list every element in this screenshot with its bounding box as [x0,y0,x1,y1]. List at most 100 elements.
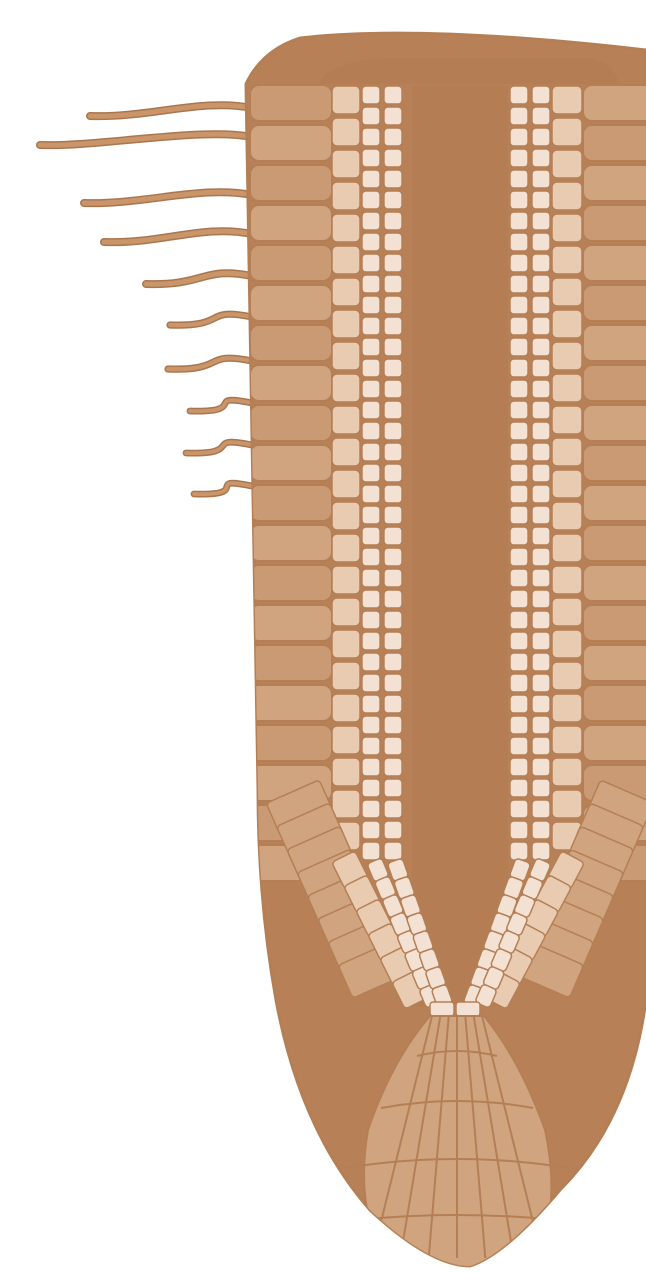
pericycle-cell [362,380,380,398]
pericycle-cell [532,170,550,188]
pericycle-cell [532,464,550,482]
quiescent-cell [456,1002,480,1016]
cortex-cell [250,405,332,441]
pericycle-cell [362,800,380,818]
pericycle-cell [384,254,402,272]
pericycle-cell [510,548,528,566]
endodermis-cell [552,278,582,306]
pericycle-cell [510,464,528,482]
pericycle-cell [510,128,528,146]
top-collar [318,58,620,84]
pericycle-cell [510,296,528,314]
pericycle-cell [532,107,550,125]
endodermis-cell [552,598,582,626]
pericycle-cell [510,506,528,524]
pericycle-cell [362,632,380,650]
pericycle-cell [510,632,528,650]
endodermis-cell [552,150,582,178]
pericycle-cell [532,485,550,503]
pericycle-cell [384,212,402,230]
endodermis-cell [552,246,582,274]
pericycle-cell [384,821,402,839]
pericycle-cell [384,464,402,482]
endodermis-cell [332,566,360,594]
pericycle-cell [510,359,528,377]
pericycle-cell [510,86,528,104]
pericycle-cell [384,800,402,818]
pericycle-cell [362,359,380,377]
pericycle-cell [532,632,550,650]
endodermis-cell [552,310,582,338]
pericycle-cell [510,821,528,839]
pericycle-cell [362,338,380,356]
pericycle-cell [532,695,550,713]
endodermis-cell [332,662,360,690]
endodermis-cell [332,246,360,274]
cortex-cell [583,325,646,361]
pericycle-cell [362,716,380,734]
pericycle-cell [532,842,550,860]
pericycle-cell [384,359,402,377]
pericycle-cell [510,674,528,692]
cortex-cell [250,605,332,641]
pericycle-cell [384,86,402,104]
pericycle-cell [532,800,550,818]
endodermis-cell [552,566,582,594]
cortex-cell [583,125,646,161]
cortex-cell [250,205,332,241]
pericycle-cell [532,779,550,797]
pericycle-cell [510,527,528,545]
pericycle-cell [532,569,550,587]
endodermis-cell [552,726,582,754]
pericycle-cell [510,254,528,272]
endodermis-cell [332,406,360,434]
pericycle-cell [510,590,528,608]
endodermis-cell [552,342,582,370]
pericycle-cell [532,443,550,461]
endodermis-cell [332,758,360,786]
cortex-cell [583,85,646,121]
pericycle-cell [362,317,380,335]
endodermis-cell [332,534,360,562]
pericycle-cell [384,716,402,734]
pericycle-cell [532,275,550,293]
cortex-cell [250,525,332,561]
pericycle-cell [510,401,528,419]
cortex-cell [250,365,332,401]
pericycle-cell [532,191,550,209]
endodermis-cell [552,182,582,210]
pericycle-cell [384,338,402,356]
endodermis-cell [332,214,360,242]
pericycle-cell [362,443,380,461]
cortex-cell [583,565,646,601]
pericycle-cell [510,422,528,440]
endodermis-cell [332,86,360,114]
pericycle-cell [532,653,550,671]
pericycle-cell [384,317,402,335]
pericycle-cell [510,695,528,713]
pericycle-cell [362,464,380,482]
pericycle-cell [384,401,402,419]
pericycle-cell [510,716,528,734]
cortex-cell [250,445,332,481]
pericycle-cell [384,527,402,545]
endodermis-cell [332,470,360,498]
pericycle-cell [384,590,402,608]
endodermis-cell [332,118,360,146]
pericycle-cell [532,611,550,629]
pericycle-cell [362,212,380,230]
cortex-cell [250,565,332,601]
pericycle-cell [362,107,380,125]
cortex-cell [583,725,646,761]
cortex-cell [250,245,332,281]
pericycle-cell [532,128,550,146]
endodermis-cell [552,502,582,530]
endodermis-cell [552,374,582,402]
pericycle-cell [384,191,402,209]
pericycle-cell [384,422,402,440]
pericycle-cell [532,401,550,419]
pericycle-cell [510,233,528,251]
cortex-cell [583,445,646,481]
cortex-cell [250,725,332,761]
pericycle-cell [362,527,380,545]
